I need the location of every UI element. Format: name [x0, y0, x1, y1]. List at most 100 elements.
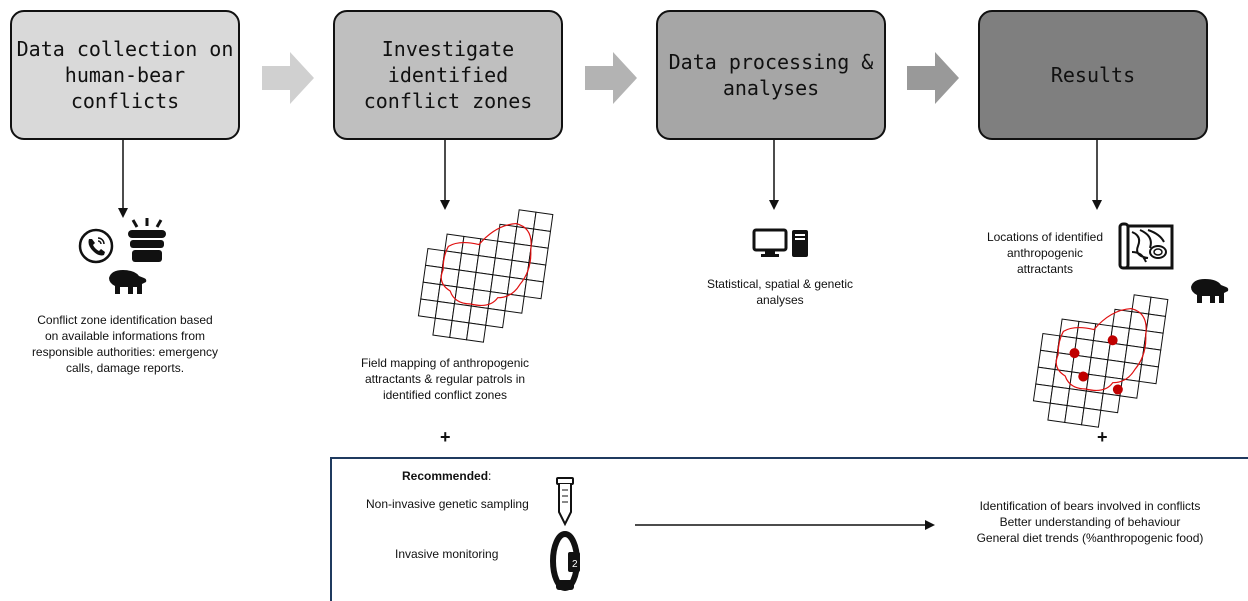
conflict-zone-outline [440, 222, 532, 306]
grid-map-with-attractants [1032, 294, 1169, 428]
stage-label: Data collection on human-bear conflicts [16, 37, 234, 113]
phone-icon [78, 228, 114, 264]
grid-cell [487, 291, 508, 312]
stage-box-data-collection: Data collection on human-bear conflicts [10, 10, 240, 140]
stage4-caption: Locations of identified anthropogenic at… [986, 230, 1104, 276]
down-arrow-2 [440, 140, 450, 210]
bear-icon [1191, 279, 1229, 303]
grid-cell [449, 320, 470, 341]
stage-label: Results [1050, 63, 1136, 87]
outcomes-text: Identification of bears involved in conf… [976, 499, 1204, 545]
grid-cell [466, 322, 487, 343]
plus-sign-left: + [440, 427, 451, 447]
grid-cell [432, 317, 453, 338]
trash-bin-icon [128, 218, 166, 262]
flow-arrow-3 [907, 52, 959, 104]
grid-cell [530, 228, 552, 249]
bear-icon [109, 270, 147, 294]
stage3-caption: Statistical, spatial & genetic analyses [706, 277, 854, 307]
grid-cell [473, 271, 494, 293]
grid-cell [468, 305, 489, 326]
grid-cell [1032, 383, 1054, 404]
plus-sign-right: + [1097, 427, 1108, 447]
grid-cell [437, 283, 458, 305]
grid-cell [1131, 294, 1152, 315]
map-scroll-icon [1118, 222, 1174, 270]
grid-cell [456, 269, 477, 290]
recommended-colon: : [488, 469, 492, 483]
grid-cell [533, 211, 554, 232]
grid-cell [523, 278, 544, 300]
grid-cell [516, 209, 537, 230]
grid-cell [461, 235, 482, 257]
svg-text:2: 2 [572, 559, 578, 570]
attractant-marker [1107, 335, 1118, 346]
grid-cell [528, 245, 549, 266]
grid-cell [492, 257, 513, 278]
grid-cell [1104, 359, 1126, 380]
stage2-caption: Field mapping of anthropogenic attractan… [360, 356, 530, 402]
recommended-panel-border [330, 457, 1248, 601]
grid-cell [451, 303, 472, 324]
non-invasive-sampling-label: Non-invasive genetic sampling [366, 497, 529, 511]
recommended-heading: Recommended: [402, 469, 491, 483]
down-arrow-4 [1092, 140, 1102, 210]
grid-cell [1088, 356, 1109, 378]
grid-cell [1138, 363, 1159, 385]
grid-cell [1083, 390, 1104, 411]
grid-cell [420, 281, 441, 302]
attractant-marker [1078, 371, 1089, 382]
grid-cell [1064, 405, 1085, 426]
computer-icon [752, 228, 808, 257]
grid-cell [1126, 327, 1147, 349]
stage-label: Investigate identified conflict zones [363, 37, 533, 113]
grid-cell [1052, 368, 1073, 390]
grid-cell [511, 242, 532, 264]
outcome-arrow [635, 520, 935, 530]
grid-cell [489, 274, 511, 295]
down-arrow-1 [118, 140, 128, 218]
grid-cell [1066, 388, 1087, 409]
grid-cell [509, 259, 530, 281]
grid-cell [1148, 296, 1169, 317]
grid-cell [485, 307, 506, 329]
flow-arrow-2 [585, 52, 637, 104]
stage1-caption: Conflict zone identification based on av… [31, 313, 219, 375]
grid-cell [1119, 378, 1140, 399]
grid-cell [504, 293, 525, 314]
grid-cell [1076, 320, 1097, 342]
flow-arrow-1 [262, 52, 314, 104]
grid-cell [1124, 344, 1145, 366]
gps-collar-icon: 2 [550, 531, 580, 591]
down-arrow-3 [769, 140, 779, 210]
grid-cell [422, 264, 443, 286]
grid-cell [1107, 342, 1128, 363]
stage-label: Data processing & analyses [668, 50, 874, 100]
attractant-marker [1069, 348, 1080, 359]
grid-cell [1081, 407, 1102, 428]
grid-cell [1100, 392, 1121, 414]
grid-cell [1037, 349, 1058, 371]
grid-cell [1090, 340, 1111, 361]
conflict-zone-outline [1055, 307, 1147, 391]
grid-cell [424, 247, 446, 269]
grid-cell [417, 298, 439, 319]
grid-cell [1145, 313, 1167, 334]
grid-cell [434, 300, 456, 322]
sample-tube-icon [556, 477, 574, 527]
stage-box-investigate: Investigate identified conflict zones [333, 10, 563, 140]
stage-box-processing: Data processing & analyses [656, 10, 886, 140]
grid-cell [458, 252, 479, 274]
invasive-monitoring-label: Invasive monitoring [395, 547, 499, 561]
grid-map-icon [417, 209, 554, 343]
attractant-marker [1112, 384, 1123, 395]
grid-cell [1039, 332, 1061, 354]
stage-box-results: Results [978, 10, 1208, 140]
grid-cell [475, 255, 496, 276]
recommended-title: Recommended [402, 469, 489, 483]
grid-cell [1047, 402, 1068, 423]
grid-cell [1143, 330, 1164, 351]
grid-cell [1035, 366, 1056, 387]
grid-cell [494, 240, 516, 261]
grid-cell [1049, 385, 1071, 407]
